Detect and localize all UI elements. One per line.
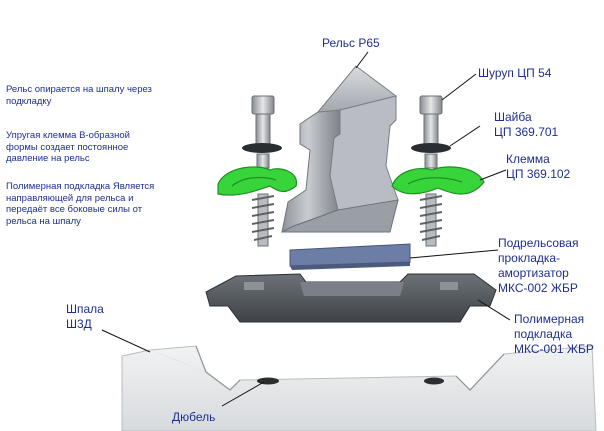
label-dowel: Дюбель	[172, 410, 216, 424]
leader-baseplate	[477, 299, 511, 321]
leader-lines	[101, 51, 511, 407]
sleeper	[121, 345, 597, 431]
label-rail: Рельс Р65	[322, 36, 380, 50]
rail-pad	[289, 243, 411, 270]
left-washer	[242, 143, 282, 153]
label-screw: Шуруп ЦП 54	[478, 66, 552, 80]
label-clamp: Клемма ЦП 369.102	[506, 152, 571, 181]
left-clamp	[217, 166, 298, 196]
right-screw-thread	[419, 193, 443, 247]
label-sleeper: Шпала Ш3Д	[66, 302, 104, 331]
label-polymer-baseplate: Полимерная подкладка МКС-001 ЖБР	[514, 312, 594, 356]
left-screw-assembly	[217, 95, 298, 247]
desc-elastic-clamp: Упругая клемма В-образной формы создает …	[6, 130, 130, 165]
leader-dowel	[221, 381, 265, 407]
desc-polymer-pad: Полимерная подкладка Является направляющ…	[6, 181, 155, 227]
desc-rail-support: Рельс опирается на шпалу через подкладку	[6, 84, 152, 107]
right-clamp	[391, 166, 485, 195]
rail	[281, 65, 399, 233]
leader-rail	[355, 51, 369, 69]
dowel-hole-left	[257, 377, 279, 385]
left-screw-thread	[251, 193, 275, 247]
leader-clamp	[479, 169, 507, 181]
right-washer	[411, 143, 451, 153]
leader-washer	[449, 125, 481, 147]
label-rail-pad: Подрельсовая прокладка- амортизатор МКС-…	[498, 236, 579, 295]
leader-sleeper	[101, 329, 151, 353]
right-screw-assembly	[391, 95, 485, 247]
leader-rail-pad	[409, 249, 499, 259]
dowel-hole-right	[424, 377, 444, 385]
leader-screw	[441, 73, 477, 101]
label-washer: Шайба ЦП 369.701	[494, 110, 559, 139]
polymer-baseplate	[205, 273, 497, 323]
